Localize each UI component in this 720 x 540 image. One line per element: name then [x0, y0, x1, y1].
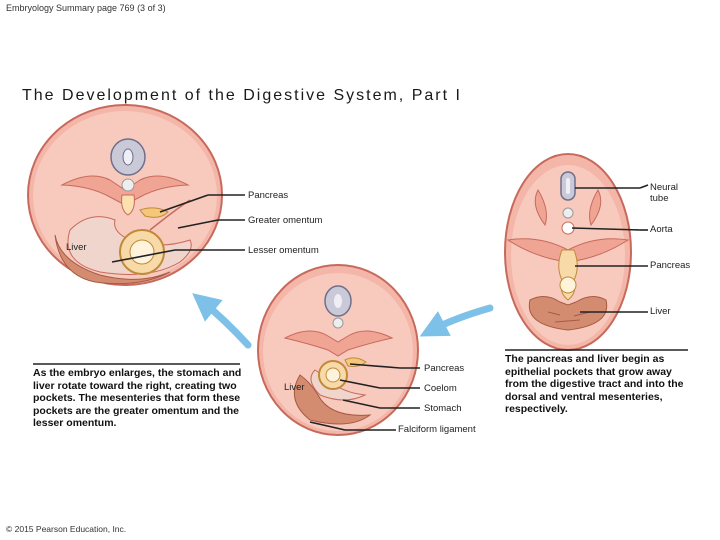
page-title: The Development of the Digestive System,…: [22, 87, 462, 104]
label-stomach: Stomach: [424, 403, 462, 414]
left-cross-section: [27, 104, 245, 286]
caption-left: As the embryo enlarges, the stomach and …: [33, 367, 242, 429]
label-falciform-ligament: Falciform ligament: [398, 424, 476, 435]
label-greater-omentum: Greater omentum: [248, 215, 323, 226]
copyright-footer: © 2015 Pearson Education, Inc.: [6, 524, 127, 534]
page-header: Embryology Summary page 769 (3 of 3): [6, 3, 166, 13]
label-lesser-omentum: Lesser omentum: [248, 245, 319, 256]
label-aorta: Aorta: [650, 224, 673, 235]
label-pancreas-middle: Pancreas: [424, 363, 465, 374]
flow-arrow-left-icon: [192, 293, 252, 349]
label-liver-right: Liver: [650, 306, 671, 317]
label-neural-tube: Neural tube: [650, 182, 678, 204]
middle-cross-section: [257, 264, 420, 436]
label-liver-middle: Liver: [284, 382, 305, 393]
right-cross-section: [504, 153, 649, 351]
label-liver-left: Liver: [66, 242, 87, 253]
label-coelom: Coelom: [424, 383, 457, 394]
flow-arrow-right-icon: [419, 304, 494, 337]
label-pancreas-left: Pancreas: [248, 190, 289, 201]
label-pancreas-right: Pancreas: [650, 260, 691, 271]
caption-right: The pancreas and liver begin as epitheli…: [505, 353, 684, 415]
